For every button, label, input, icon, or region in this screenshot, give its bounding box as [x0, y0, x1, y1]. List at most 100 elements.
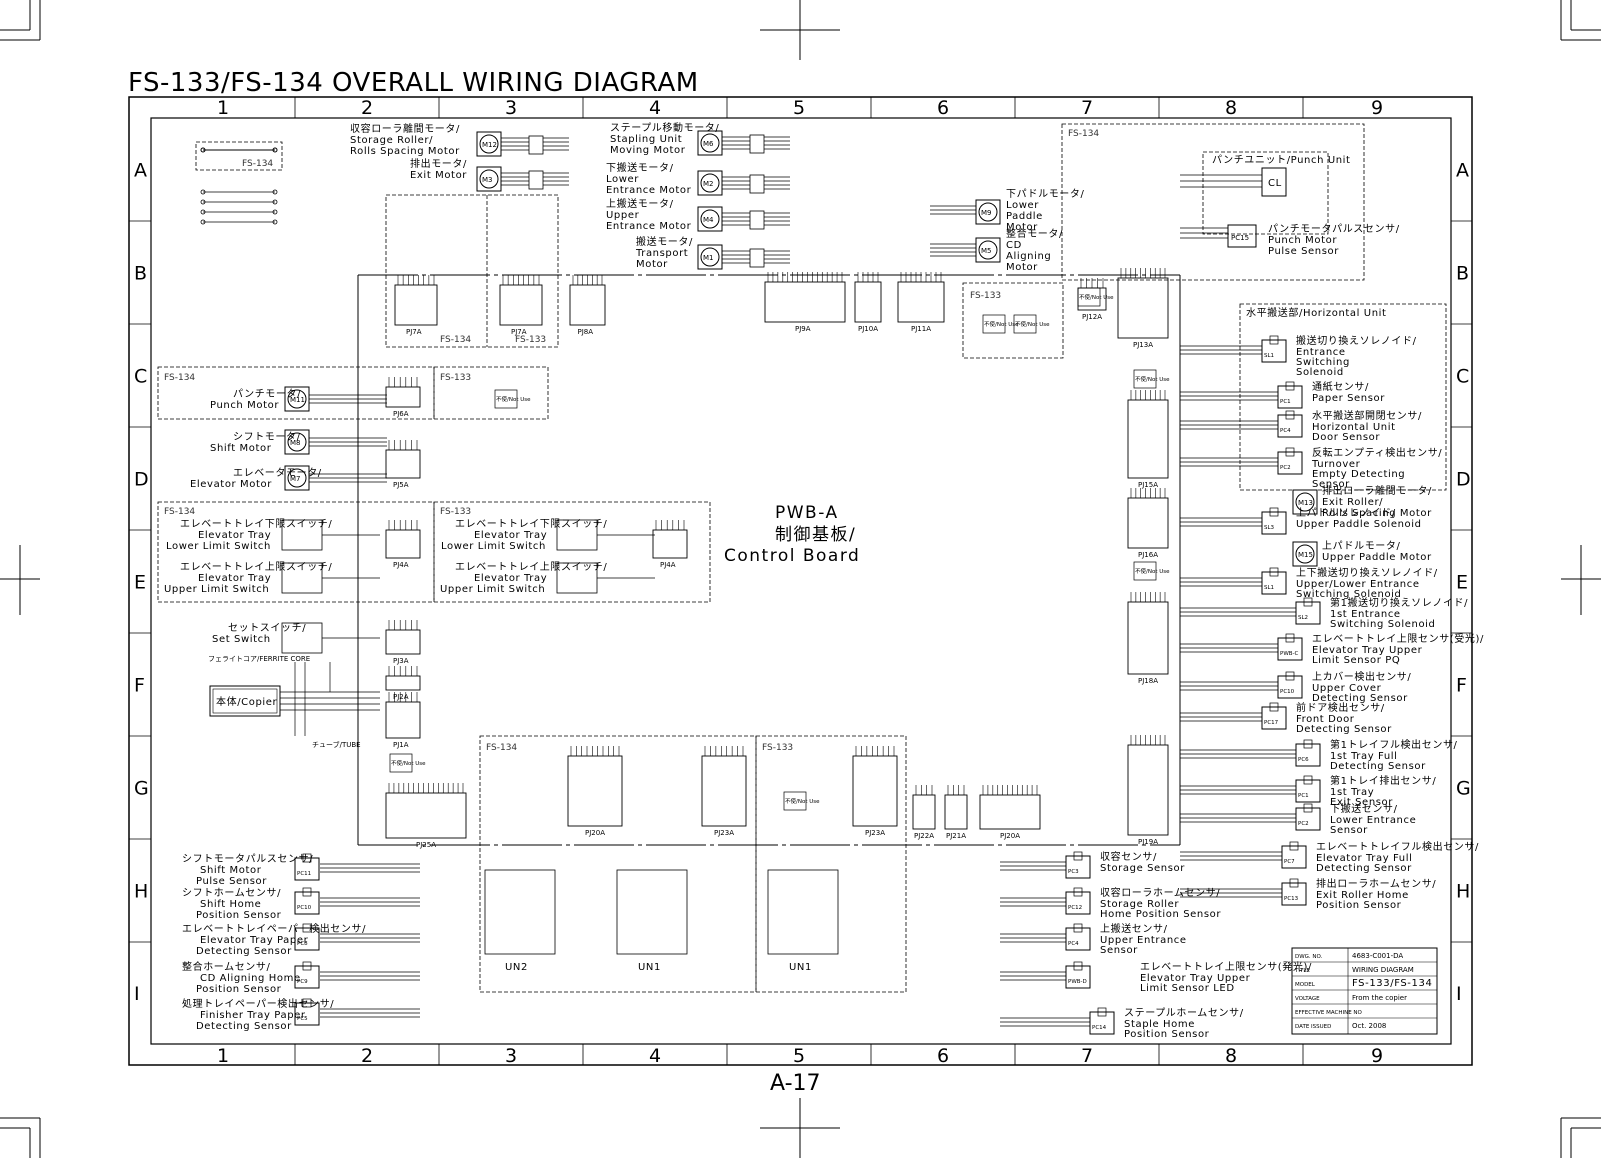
item-label: Elevator Tray Upper — [1312, 645, 1423, 656]
motor-id: M6 — [703, 140, 714, 148]
item-label: 第1トレイ排出センサ/ — [1330, 774, 1436, 787]
connector-label: PJ20A — [585, 829, 605, 837]
sensor-pc10: PC10 — [294, 887, 320, 915]
motor-id: M13 — [1298, 499, 1313, 507]
connector-pj23a-2: PJ23A — [852, 746, 898, 837]
connector-label: PJ19A — [1138, 838, 1158, 846]
motor-label: Punch Motor — [210, 400, 279, 411]
sensor-sl1: SL1 — [1261, 335, 1287, 363]
group-boxes — [157, 123, 1447, 993]
sensor-id: PC15 — [1231, 234, 1249, 242]
sensor-id: PC7 — [1284, 859, 1295, 865]
connector-label: PJ25A — [416, 841, 436, 849]
connector-label: PJ10A — [858, 325, 878, 333]
svg-text:UN1: UN1 — [638, 962, 661, 973]
sensor-pc1: PC1 — [1295, 775, 1321, 803]
item-label: 第1トレイフル検出センサ/ — [1330, 738, 1458, 751]
svg-text:UN1: UN1 — [789, 962, 812, 973]
connector-pj5a: PJ5A — [385, 440, 421, 489]
sensor-pc6: PC6 — [1295, 739, 1321, 767]
motor-id: M12 — [482, 141, 497, 149]
title-block-key: EFFECTIVE MACHINE NO — [1295, 1010, 1363, 1016]
sensor-label: 上搬送センサ/ — [1100, 922, 1168, 935]
connector-label: PJ23A — [865, 829, 885, 837]
grid-col-bottom: 7 — [1081, 1045, 1093, 1067]
item-label: 上下搬送切り換えソレノイド/ — [1296, 566, 1438, 579]
connector-label: PJ4A — [393, 561, 409, 569]
sensor-pc2: PC2 — [1277, 447, 1303, 475]
title-block-key: MODEL — [1295, 982, 1316, 988]
motor-label: Rolls Spacing Motor — [350, 146, 460, 157]
motor-label: 排出ローラ離間モータ/ — [1322, 484, 1432, 497]
copier-box: 本体/Copier チューブ/TUBE — [209, 662, 380, 749]
grid-row-left: G — [134, 778, 149, 800]
grid-row-left: H — [134, 881, 148, 903]
motor-id: M5 — [981, 247, 992, 255]
motor-label: パンチモータ/ — [233, 388, 301, 400]
control-board-label: PWB-A 制御基板/ Control Board — [724, 503, 859, 566]
sensor-pc1: PC1 — [1277, 381, 1303, 409]
motor-label: Aligning — [1006, 251, 1051, 262]
title-block-key: DATE ISSUED — [1295, 1024, 1331, 1030]
not-use-tag: 不使/Not Use — [1077, 287, 1114, 307]
motor-icon — [978, 202, 998, 222]
title-block-value: FS-133/FS-134 — [1352, 978, 1432, 989]
grid-row-right: I — [1456, 983, 1462, 1005]
svg-text:FS-134: FS-134 — [486, 743, 517, 753]
item-label: Door Sensor — [1312, 432, 1380, 443]
motor-label: Upper — [606, 210, 640, 221]
grid-row-left: C — [134, 366, 147, 388]
sensor-id: PC6 — [1298, 757, 1309, 763]
motor-m1: M1 — [697, 244, 723, 270]
grid-col-bottom: 1 — [217, 1045, 229, 1067]
svg-text:FS-134: FS-134 — [440, 335, 471, 345]
horizontal-unit-title: 水平搬送部/Horizontal Unit — [1246, 306, 1387, 319]
sensor-id: PC12 — [1068, 905, 1082, 911]
legend-fs134: FS-134 — [195, 141, 283, 225]
svg-text:Upper Limit Switch: Upper Limit Switch — [440, 584, 545, 595]
motor-icon — [1295, 492, 1315, 512]
sensor-id: PC3 — [1068, 869, 1079, 875]
switches: エレベートトレイ下限スイッチ/ Elevator Tray Lower Limi… — [164, 518, 655, 663]
item-label: 反転エンプティ検出センサ/ — [1312, 446, 1442, 459]
item-label: Paper Sensor — [1312, 393, 1385, 404]
svg-text:Elevator Tray: Elevator Tray — [474, 530, 547, 541]
not-use-label: 不使/Not Use — [1079, 293, 1114, 301]
motor-label: 下搬送モータ/ — [606, 161, 674, 174]
motor-m13: M13 — [1292, 489, 1318, 515]
grid-col-top: 5 — [793, 97, 805, 119]
svg-text:制御基板/: 制御基板/ — [775, 525, 856, 545]
motor-icon — [287, 432, 307, 452]
grid-row-right: E — [1456, 572, 1468, 594]
item-label: 前ドア検出センサ/ — [1296, 701, 1385, 714]
motor-label: Exit Roller/ — [1322, 497, 1383, 508]
sensor-id: PWB-C — [1280, 651, 1299, 657]
grid-col-top: 8 — [1225, 97, 1237, 119]
item-label: 1st Tray — [1330, 787, 1374, 798]
item-label: Elevator Tray Full — [1316, 853, 1413, 864]
connector-pj9a: PJ9A — [764, 272, 846, 333]
grid-col-top: 9 — [1371, 97, 1383, 119]
connector-pj16a: PJ16A — [1127, 488, 1169, 559]
grid-row-right: B — [1456, 263, 1469, 285]
motor-label: Upper Paddle Motor — [1322, 552, 1432, 563]
connector-label: PJ22A — [914, 832, 934, 840]
item-label: Limit Sensor PQ — [1312, 655, 1400, 666]
sensor-pc4: PC4 — [1065, 923, 1091, 951]
svg-text:FS-133: FS-133 — [440, 373, 471, 383]
svg-text:チューブ/TUBE: チューブ/TUBE — [312, 740, 361, 749]
svg-text:FS-133: FS-133 — [440, 507, 471, 517]
grid-row-left: F — [134, 675, 145, 697]
svg-text:Elevator Tray: Elevator Tray — [198, 573, 271, 584]
grid-col-bottom: 5 — [793, 1045, 805, 1067]
sensor-label: 収容ローラホームセンサ/ — [1100, 886, 1220, 899]
grid-col-top: 1 — [217, 97, 229, 119]
connector-pj8a: PJ8A — [569, 275, 606, 336]
motor-label: ステープル移動モータ/ — [610, 121, 719, 134]
connector-pj25a: PJ25A — [385, 783, 467, 849]
title-block-value: 4683-C001-DA — [1352, 952, 1403, 960]
connector-label: PJ2A — [393, 693, 409, 701]
svg-text:エレベートトレイ下限スイッチ/: エレベートトレイ下限スイッチ/ — [180, 518, 332, 530]
connector-pj1a: PJ1A — [385, 692, 421, 749]
motor-m6: M6 — [697, 130, 723, 156]
